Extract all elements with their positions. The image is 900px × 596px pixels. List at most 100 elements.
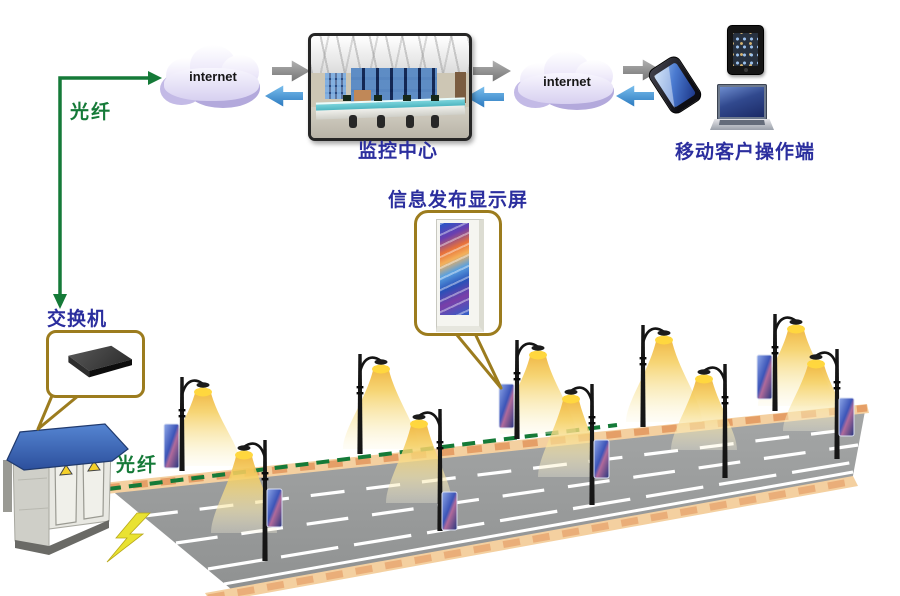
lamp-head [789,319,803,325]
photo-monitor [402,95,411,102]
tablet-home-button [743,68,748,72]
lamp-head [531,345,545,351]
photo-side-screen [325,72,346,100]
fiber-label-top: 光纤 [70,102,113,123]
pole-banner-screen [498,383,515,429]
photo-chair [431,114,440,128]
fiber-line [58,76,148,296]
lane-line-3 [207,460,856,571]
internet-label: internet [189,69,237,85]
lamp-glow [787,324,805,334]
light-cone [671,376,737,450]
laptop-icon [710,84,774,131]
lamp-head [237,445,251,451]
fiber-road-dashed-line [107,423,618,491]
lamp-pole [772,314,778,411]
cabinet-fins [3,460,12,512]
streetlight-far [163,377,241,471]
cloud-body [518,73,613,104]
lamp-pole [437,409,443,531]
power-cabinet [3,423,129,555]
road-edge-line [223,470,854,586]
lamp-pole [357,354,363,454]
laptop-display [720,87,764,117]
pole-ring [178,409,186,412]
lamp-head [412,414,426,420]
tablet-icon [727,25,764,75]
light-cone [386,421,452,503]
lightning-bolt-icon [106,512,151,563]
streetlight-far [498,340,576,439]
photo-monitor [342,95,351,102]
light-cone [211,452,277,533]
pole-ring [261,478,269,481]
lamp-head [809,354,823,360]
streetlight-near [386,409,458,531]
fiber-label-road: 光纤 [116,455,159,476]
lamp-head [564,389,578,395]
pole-ring [436,441,444,444]
cabinet-roof [6,423,129,471]
pole-ring [721,402,729,405]
lamp-glow [194,387,212,397]
lamp-pole [514,340,520,439]
near-curb-dashes [207,477,856,596]
pole-ring [721,396,729,399]
switch-label: 交换机 [46,309,107,330]
lamp-pole [589,384,595,505]
light-cone [538,396,604,477]
warning-triangle-icon [87,460,101,472]
pole-banner-screen [441,491,458,531]
lamp-pole [722,364,728,478]
streetlight-far [343,354,419,454]
lamp-pole [640,325,646,427]
info-screen-callout [414,210,502,336]
internet-label: internet [543,73,591,89]
pole-banner-screen [163,423,180,469]
lamp-head [374,359,388,365]
pole-banner-screen [838,397,855,437]
lamp-glow [655,335,673,345]
pole-banner-screen [756,354,773,400]
led-display-screen [440,223,469,315]
pole-ring [588,416,596,419]
monitoring-center-photo [308,33,472,141]
internet-cloud-2: internet [513,50,618,114]
lamp-pole [834,349,840,459]
streetlight-near [671,364,737,478]
pole-ring [639,363,647,366]
pole-banner-screen [266,488,283,528]
pole-ring [356,392,364,395]
switch-callout [46,330,145,398]
pole-ring [771,346,779,349]
pole-banner-screen [593,439,610,479]
led-display-device [436,219,484,332]
streetlight-near [538,384,610,505]
streetlight-near [211,440,283,561]
tablet-screen [733,33,758,66]
lamp-glow [235,450,253,460]
fiber-arrowhead-down-icon [53,294,67,309]
streetlight-far [626,325,702,427]
photo-monitor [431,95,440,102]
internet-cloud-1: internet [159,44,264,112]
photo-door [454,71,466,104]
photo-chair [377,114,386,128]
pole-ring [513,378,521,381]
pole-ring [588,422,596,425]
laptop-screen [717,84,767,120]
lamp-glow [695,374,713,384]
cloud-body [164,68,259,102]
network-switch-icon [58,345,132,381]
pole-ring [771,352,779,355]
pole-ring [513,372,521,375]
mobile-client-label: 移动客户操作端 [674,142,815,163]
pole-ring [356,386,364,389]
monitoring-center-label: 监控中心 [357,141,438,162]
light-cone [783,361,849,431]
lamp-head [657,330,671,336]
lamp-head [697,369,711,375]
lamp-glow [410,419,428,429]
